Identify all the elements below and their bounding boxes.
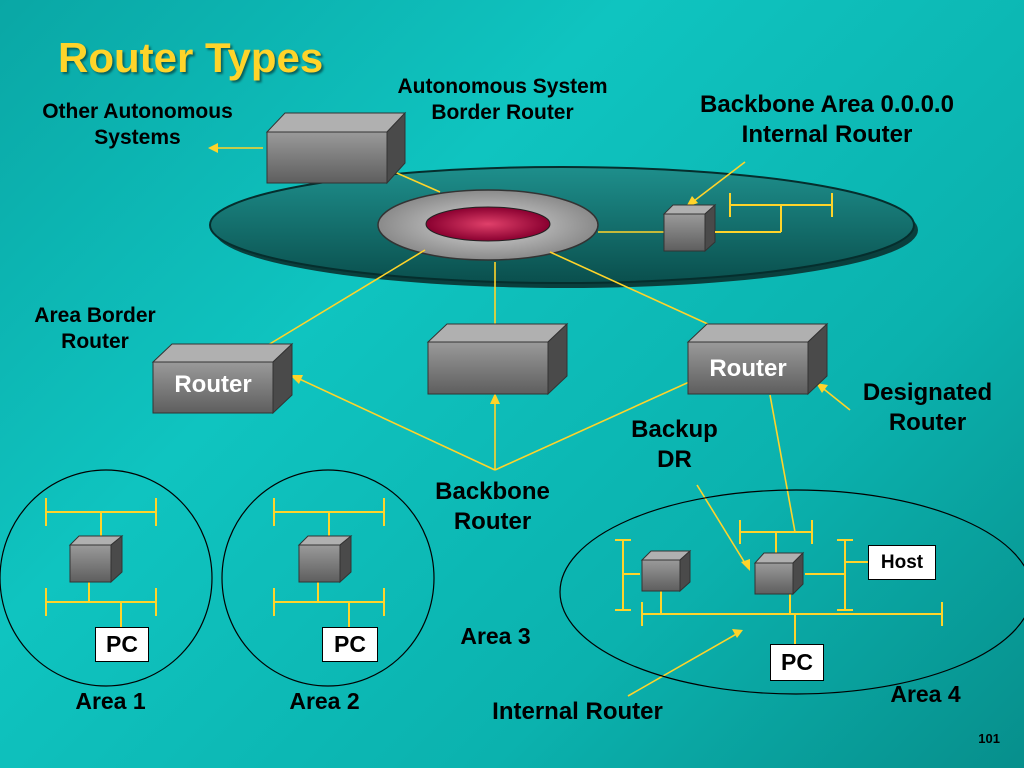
area-1-boundary <box>0 469 213 687</box>
asbr-router-box <box>265 111 407 185</box>
area-1-router <box>68 534 124 584</box>
page-number: 101 <box>978 731 1000 746</box>
backup-dr-label: Backup DR <box>631 416 718 473</box>
abr-router-text: Router <box>174 371 252 398</box>
designated-router-label: Designated Router <box>862 379 993 436</box>
dr-router-text: Router <box>709 355 787 382</box>
host-box: Host <box>868 545 936 580</box>
area-4-label: Area 4 <box>890 681 961 707</box>
backbone-router-label: Backbone Router <box>435 478 550 535</box>
pc-box-area-2: PC <box>322 627 378 662</box>
area-4-router-backup <box>753 551 805 596</box>
area-1-label: Area 1 <box>75 688 146 714</box>
internal-router-label: Internal Router <box>492 698 663 725</box>
other-as-label: Other Autonomous Systems <box>42 100 233 150</box>
area-4-boundary <box>559 489 1024 695</box>
area-2-router <box>297 534 353 584</box>
backbone-internal-router-box <box>662 203 717 253</box>
backbone-internal-label: Backbone Area 0.0.0.0 Internal Router <box>700 91 954 148</box>
area-border-router-box <box>151 342 294 415</box>
area-2-boundary <box>221 469 435 687</box>
pc-box-area-4: PC <box>770 644 824 681</box>
asbr-label: Autonomous System Border Router <box>397 75 608 125</box>
area-1-network <box>45 498 157 630</box>
backbone-router-box <box>426 322 569 396</box>
area-2-network <box>273 498 385 630</box>
area-3-label: Area 3 <box>460 623 531 649</box>
area-2-label: Area 2 <box>289 688 360 714</box>
pc-box-area-1: PC <box>95 627 149 662</box>
page-title: Router Types <box>58 34 324 81</box>
backbone-segment <box>715 193 833 233</box>
abr-label: Area Border Router <box>34 304 156 354</box>
backbone-core-router <box>377 189 599 261</box>
area-4-network <box>615 520 943 645</box>
designated-router-box <box>686 322 829 396</box>
area-4-router-left <box>640 549 692 593</box>
connector-lines <box>210 147 851 697</box>
